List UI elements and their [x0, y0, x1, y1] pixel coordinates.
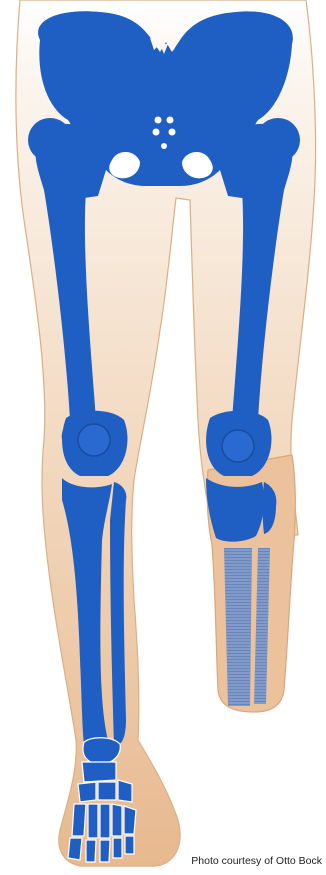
prosthetic-socket — [224, 548, 270, 706]
right-tibia-stump — [206, 478, 264, 542]
metatarsal-3 — [100, 804, 110, 838]
coccyx — [161, 143, 167, 149]
phalanx-2 — [86, 840, 96, 862]
metatarsal-2 — [88, 804, 98, 838]
phalanx-4 — [113, 838, 122, 858]
phalanx-3 — [100, 840, 110, 862]
sacral-foramen — [155, 117, 162, 124]
metatarsal-1 — [72, 804, 86, 836]
photo-credit: Photo courtesy of Otto Bock — [191, 855, 322, 867]
metatarsal-4 — [112, 804, 122, 836]
right-stump-bones — [206, 478, 276, 542]
sacral-foramen — [167, 117, 174, 124]
left-patella — [78, 424, 110, 456]
phalanx-5 — [125, 836, 134, 854]
tarsal-2 — [98, 782, 116, 800]
right-patella — [222, 430, 254, 462]
phalanx-1 — [68, 838, 82, 860]
right-knee — [206, 411, 271, 476]
tarsal-1 — [78, 782, 96, 802]
prosthetic-tube-left — [224, 548, 252, 706]
left-knee — [62, 411, 127, 476]
sacral-foramen — [153, 129, 160, 136]
calcaneus — [82, 762, 116, 782]
sacral-foramen — [169, 129, 176, 136]
tarsal-3 — [118, 780, 132, 802]
metatarsal-5 — [124, 806, 136, 834]
